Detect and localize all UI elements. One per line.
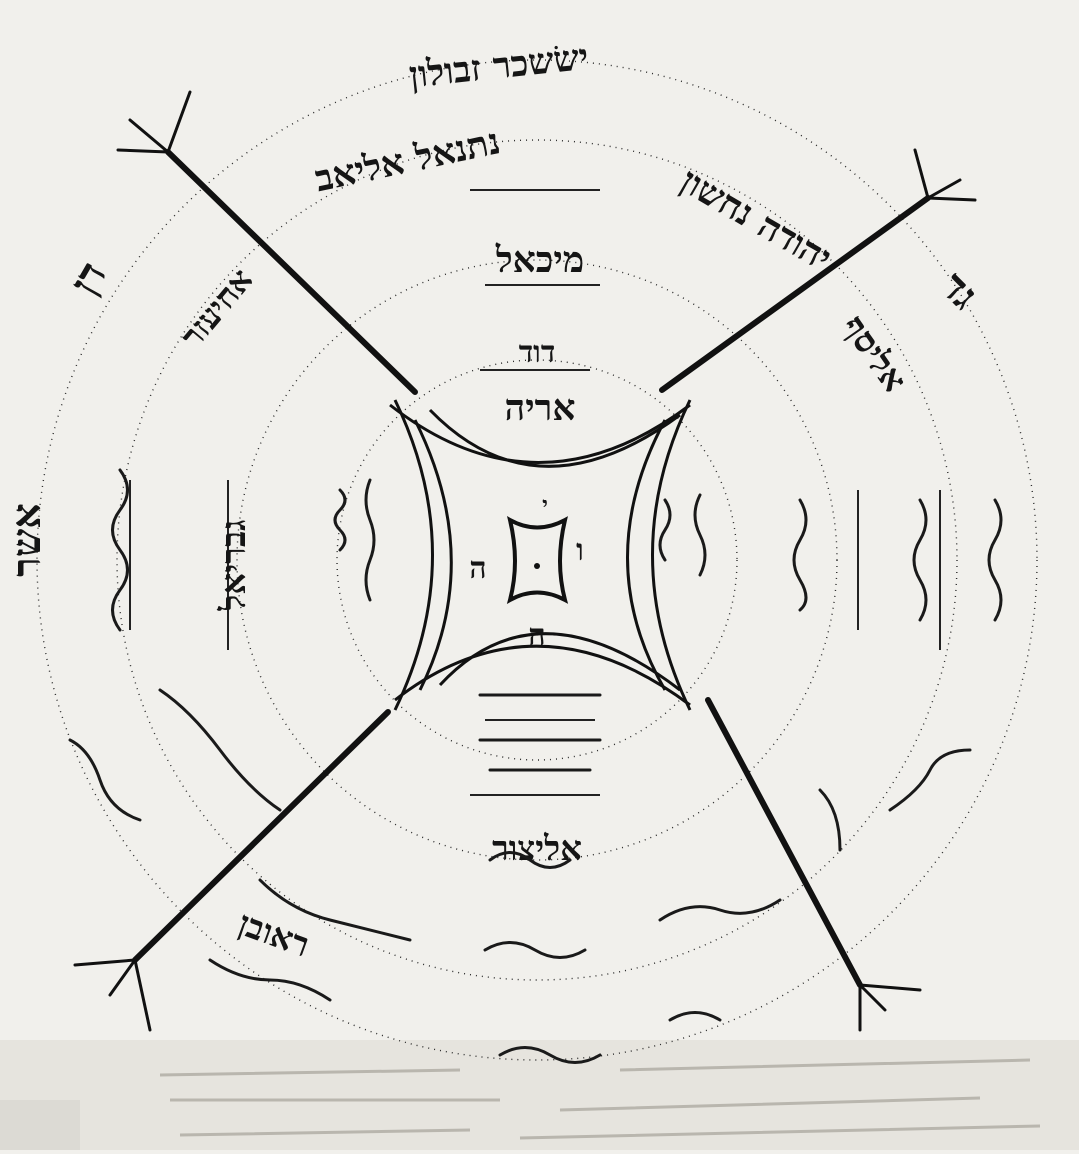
fork-bottom-left bbox=[73, 958, 152, 1032]
curve-top bbox=[428, 408, 681, 468]
top-corner-mark: י bbox=[542, 492, 548, 518]
arm-top-right bbox=[659, 195, 931, 393]
outer-curve-top bbox=[389, 403, 691, 464]
curve-left bbox=[413, 419, 453, 691]
left-outer-script bbox=[111, 468, 129, 632]
outer-curve-right bbox=[651, 399, 692, 711]
outer-circle bbox=[36, 59, 1038, 1061]
right-inner-script bbox=[658, 493, 707, 577]
left-outer-ring-text: דן bbox=[61, 254, 116, 303]
top-third-ring-text: מיכאל bbox=[495, 239, 584, 281]
right-outer-script bbox=[792, 498, 1003, 622]
left-third-ring-text: גבריאל bbox=[214, 520, 254, 612]
left-region-letter: ה bbox=[469, 551, 486, 586]
illegible-script-marks bbox=[68, 468, 1003, 1064]
lower-outer-script bbox=[68, 688, 972, 1002]
right-side-label: גד bbox=[931, 262, 987, 318]
arm-bottom-left bbox=[132, 709, 391, 963]
arm-bottom-right bbox=[705, 697, 863, 988]
curve-bottom bbox=[438, 632, 681, 692]
page-bottom-shadow bbox=[0, 1040, 1079, 1150]
fork-top-right bbox=[913, 148, 977, 202]
fork-bottom-right bbox=[858, 983, 922, 1032]
second-circle bbox=[116, 139, 958, 981]
diagonal-arms bbox=[132, 149, 931, 988]
left-second-ring-text: אחיעזר bbox=[173, 261, 260, 355]
center-dot bbox=[534, 563, 540, 569]
fork-top-left bbox=[116, 90, 192, 154]
inner-curves bbox=[389, 399, 692, 711]
top-inner-name-1: דוד bbox=[519, 335, 556, 370]
top-outer-ring-text: ישׂשכר זבולון bbox=[407, 36, 590, 97]
third-circle bbox=[236, 259, 838, 861]
right-second-ring-text: אליסף bbox=[834, 308, 915, 399]
outer-curve-bottom bbox=[394, 644, 691, 707]
bleed-through-lines bbox=[159, 1058, 1041, 1140]
arm-top-left bbox=[165, 149, 418, 395]
bottom-left-script bbox=[258, 878, 412, 942]
outer-curve-left bbox=[393, 399, 434, 711]
curve-right bbox=[626, 419, 667, 691]
bottom-ring-script bbox=[483, 851, 782, 1064]
right-region-letter: ו bbox=[576, 533, 584, 568]
top-inner-name-2: אריה bbox=[505, 387, 576, 429]
bottom-region-letter: ה bbox=[528, 618, 545, 653]
top-second-ring-text: נתנאל אליאב bbox=[311, 120, 503, 200]
arm-forks bbox=[73, 90, 977, 1032]
name-underlines bbox=[129, 189, 941, 796]
bottom-inner-script bbox=[478, 693, 602, 772]
inner-circle bbox=[336, 359, 738, 761]
left-inner-script bbox=[333, 478, 376, 602]
left-side-label: אשר bbox=[3, 503, 50, 577]
bleed-through-strokes bbox=[159, 1058, 1041, 1140]
bottom-outer-ring-text: ראובן bbox=[233, 904, 315, 966]
concentric-circles bbox=[36, 59, 1038, 1061]
right-outer-ring-text: יהודה נחשון bbox=[673, 160, 838, 280]
center-square bbox=[506, 516, 569, 605]
page-corner-smudge bbox=[0, 1100, 80, 1150]
